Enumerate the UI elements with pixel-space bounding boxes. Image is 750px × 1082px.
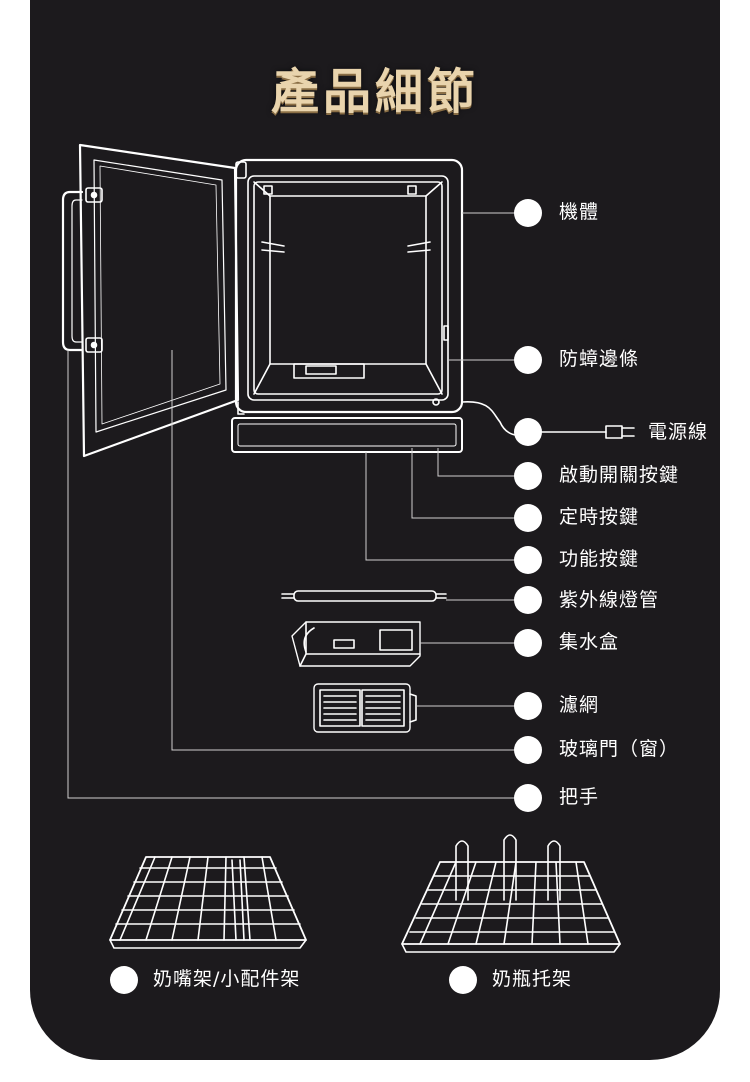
leader-lines (67, 212, 528, 799)
callout-label-timer-button: 定時按鍵 (559, 506, 640, 528)
callout-label-body: 機體 (559, 201, 600, 223)
callout-dot-start-switch (514, 462, 542, 490)
power-cord-drawing (461, 401, 635, 439)
handle-drawing (61, 187, 103, 353)
callout-label-handle: 把手 (559, 786, 600, 808)
callout-dot-trim (514, 346, 542, 374)
callout-dot-power-cord (514, 418, 542, 446)
nipple-rack-drawing (109, 856, 307, 949)
uv-lamp-drawing (281, 590, 447, 602)
callout-label-water-box: 集水盒 (559, 631, 620, 653)
callout-label-uv-lamp: 紫外線燈管 (559, 589, 660, 611)
bottle-rack-drawing (401, 834, 621, 953)
callout-label-glass-door: 玻璃門（窗） (559, 738, 680, 760)
callout-dot-function-button (514, 546, 542, 574)
callout-dot-water-box (514, 629, 542, 657)
callout-dot-timer-button (514, 504, 542, 532)
callout-dot-uv-lamp (514, 586, 542, 614)
callout-label-trim: 防蟑邊條 (559, 348, 640, 370)
callout-dot-glass-door (514, 736, 542, 764)
callout-label-power-cord: 電源線 (648, 421, 709, 443)
filter-drawing (313, 683, 417, 733)
page-title: 產品細節 (270, 64, 479, 120)
callout-label-filter: 濾網 (559, 694, 600, 716)
rack-label-bottle: 奶瓶托架 (492, 968, 573, 990)
water-box-drawing (291, 621, 421, 667)
callout-dot-body (514, 199, 542, 227)
rack-dot-nipple (110, 966, 138, 994)
callout-dot-filter (514, 692, 542, 720)
cabinet-drawing (231, 158, 464, 453)
callout-label-start-switch: 啟動開關按鍵 (559, 464, 680, 486)
callout-dot-handle (514, 784, 542, 812)
glass-door-drawing (78, 143, 240, 458)
rack-label-nipple: 奶嘴架/小配件架 (153, 968, 301, 990)
rack-dot-bottle (449, 966, 477, 994)
callout-label-function-button: 功能按鍵 (559, 548, 640, 570)
